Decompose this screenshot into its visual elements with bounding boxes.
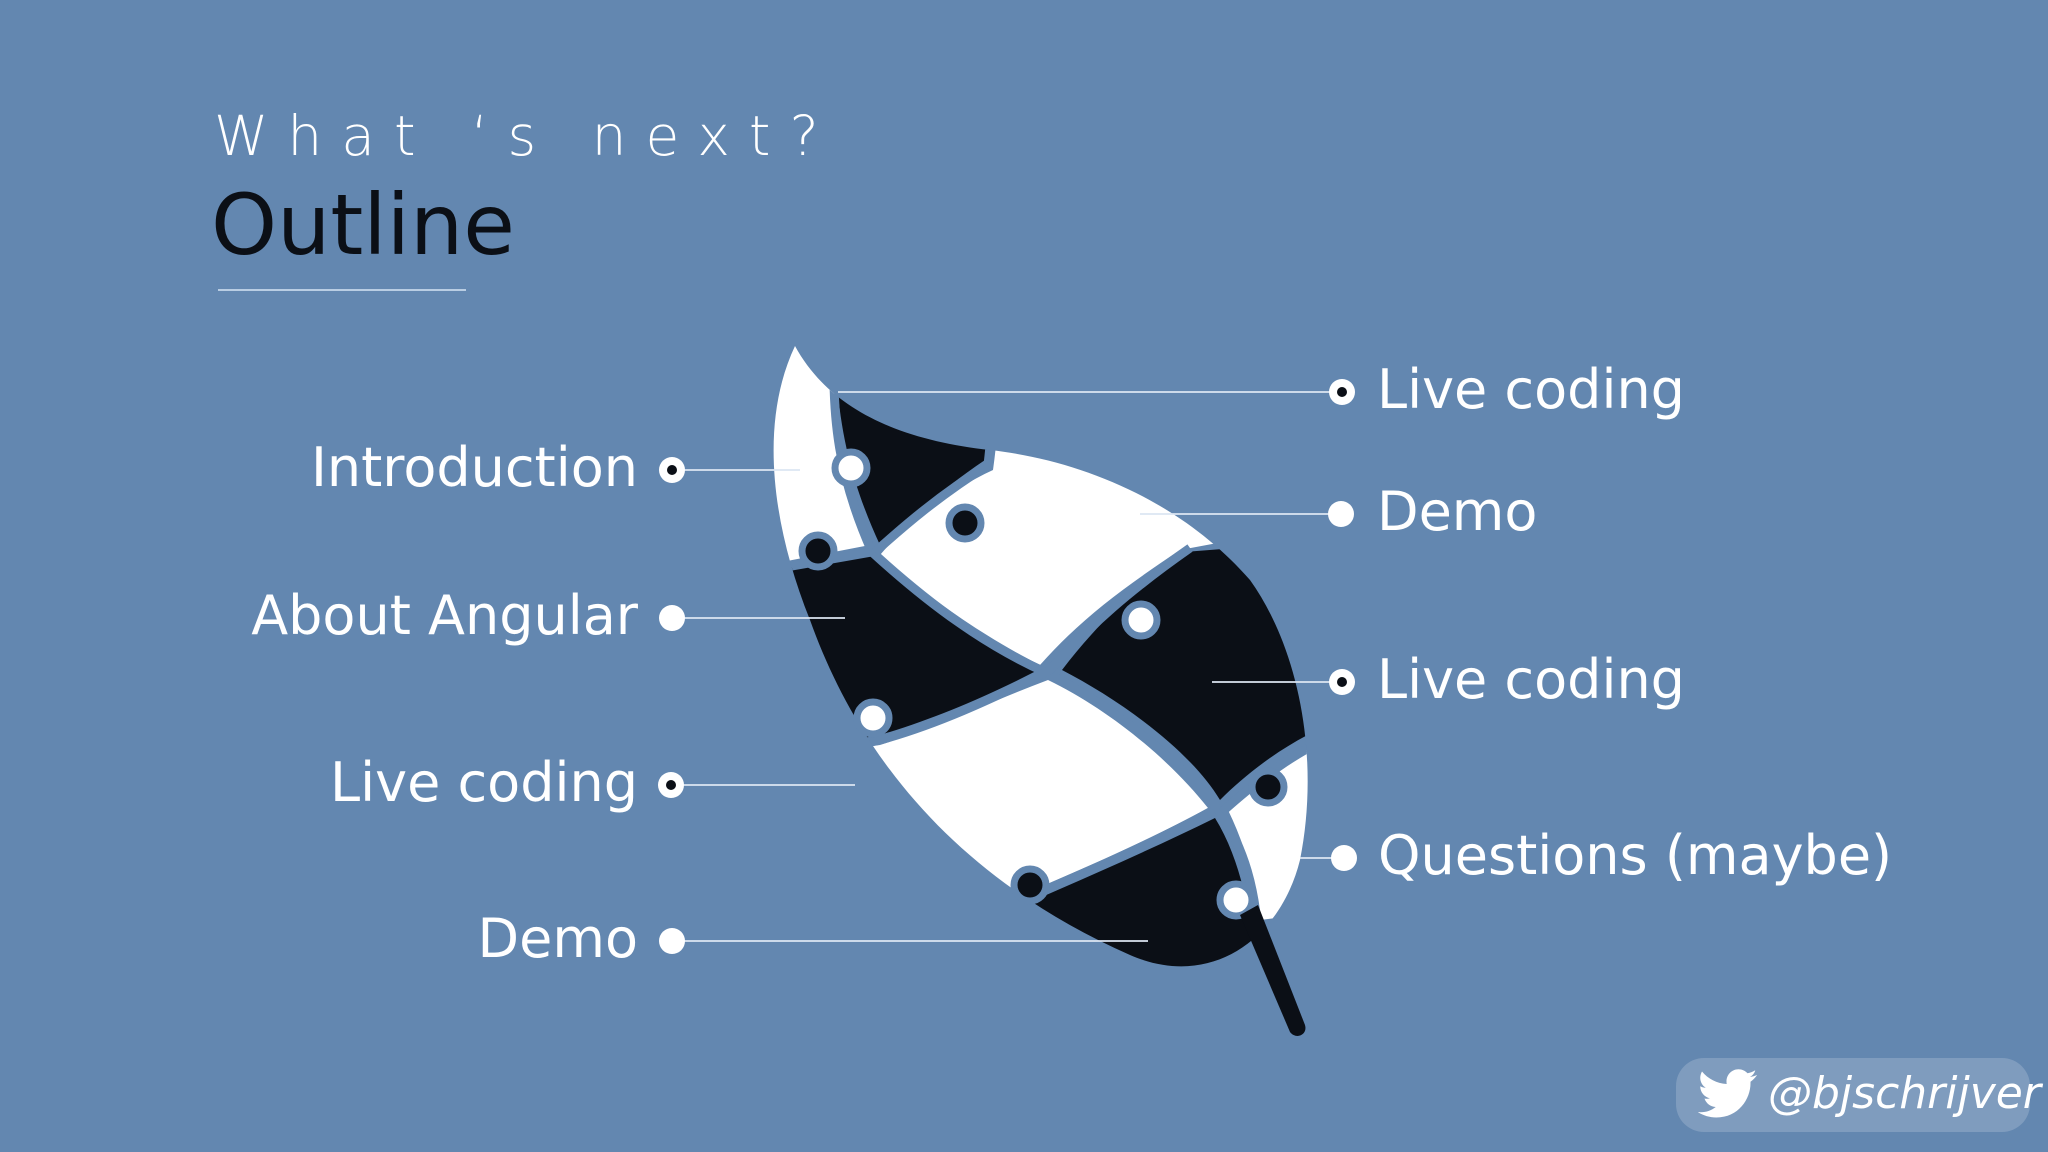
marker-about-angular (659, 605, 685, 631)
puzzle-knobs (798, 448, 1288, 920)
marker-questions (1331, 845, 1357, 871)
title-underline (218, 289, 466, 291)
label-about-angular: About Angular (251, 584, 638, 647)
label-demo-right: Demo (1377, 480, 1538, 543)
slide-title: Outline (211, 176, 515, 274)
label-introduction: Introduction (310, 436, 638, 499)
twitter-badge: @bjschrijver (1676, 1058, 2041, 1132)
label-demo-left: Demo (477, 907, 638, 970)
twitter-bird-icon (1697, 1067, 1758, 1126)
slide-subtitle: What ‘s next? (214, 104, 838, 168)
leaf-stem (1240, 905, 1306, 1036)
marker-demo-right (1328, 501, 1354, 527)
leaf-piece-introduction (773, 346, 870, 570)
connector-lines (672, 391, 1344, 942)
label-questions: Questions (maybe) (1378, 824, 1893, 887)
label-live-coding-left: Live coding (330, 751, 638, 814)
label-live-coding-right-2: Live coding (1377, 648, 1685, 711)
label-live-coding-right-1: Live coding (1377, 358, 1685, 421)
leaf-piece-questions (1228, 735, 1308, 920)
marker-demo-left (659, 928, 685, 954)
right-markers (1328, 379, 1357, 871)
left-markers (658, 457, 685, 954)
twitter-handle: @bjschrijver (1768, 1068, 2041, 1119)
